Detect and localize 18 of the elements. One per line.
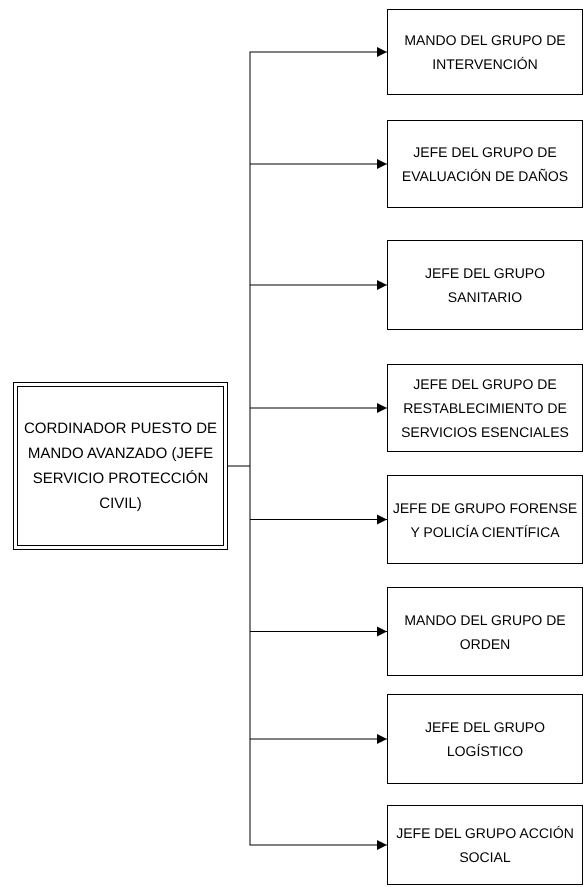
- group-box: [387, 805, 583, 885]
- node-label: JEFE DE GRUPO FORENSE Y POLICÍA CIENTÍFICA: [392, 498, 578, 542]
- node-label: JEFE DEL GRUPO DE EVALUACIÓN DE DAÑOS: [400, 143, 570, 186]
- group-box: [387, 475, 583, 564]
- group-box: [387, 120, 583, 208]
- node-label: MANDO DEL GRUPO DE ORDEN: [403, 610, 567, 654]
- node-label: JEFE DEL GRUPO DE RESTABLECIMIENTO DE SERVICIOS ESENCIALES: [400, 375, 570, 442]
- node-label: JEFE DEL GRUPO SANITARIO: [424, 264, 546, 307]
- node-label: JEFE DEL GRUPO LOGÍSTICO: [424, 718, 546, 761]
- coordinator-box: [13, 382, 228, 550]
- group-box: [387, 364, 583, 452]
- group-box: [387, 694, 583, 784]
- node-label: MANDO DEL GRUPO DE INTERVENCIÓN: [403, 31, 567, 74]
- node-label: CORDINADOR PUESTO DE MANDO AVANZADO (JEFE SERVICIO PROTECCIÓN CIVIL): [22, 419, 218, 514]
- group-box: [387, 9, 583, 95]
- node-label: JEFE DEL GRUPO ACCIÓN SOCIAL: [395, 824, 575, 867]
- group-box: [387, 587, 583, 676]
- group-box: [387, 240, 583, 330]
